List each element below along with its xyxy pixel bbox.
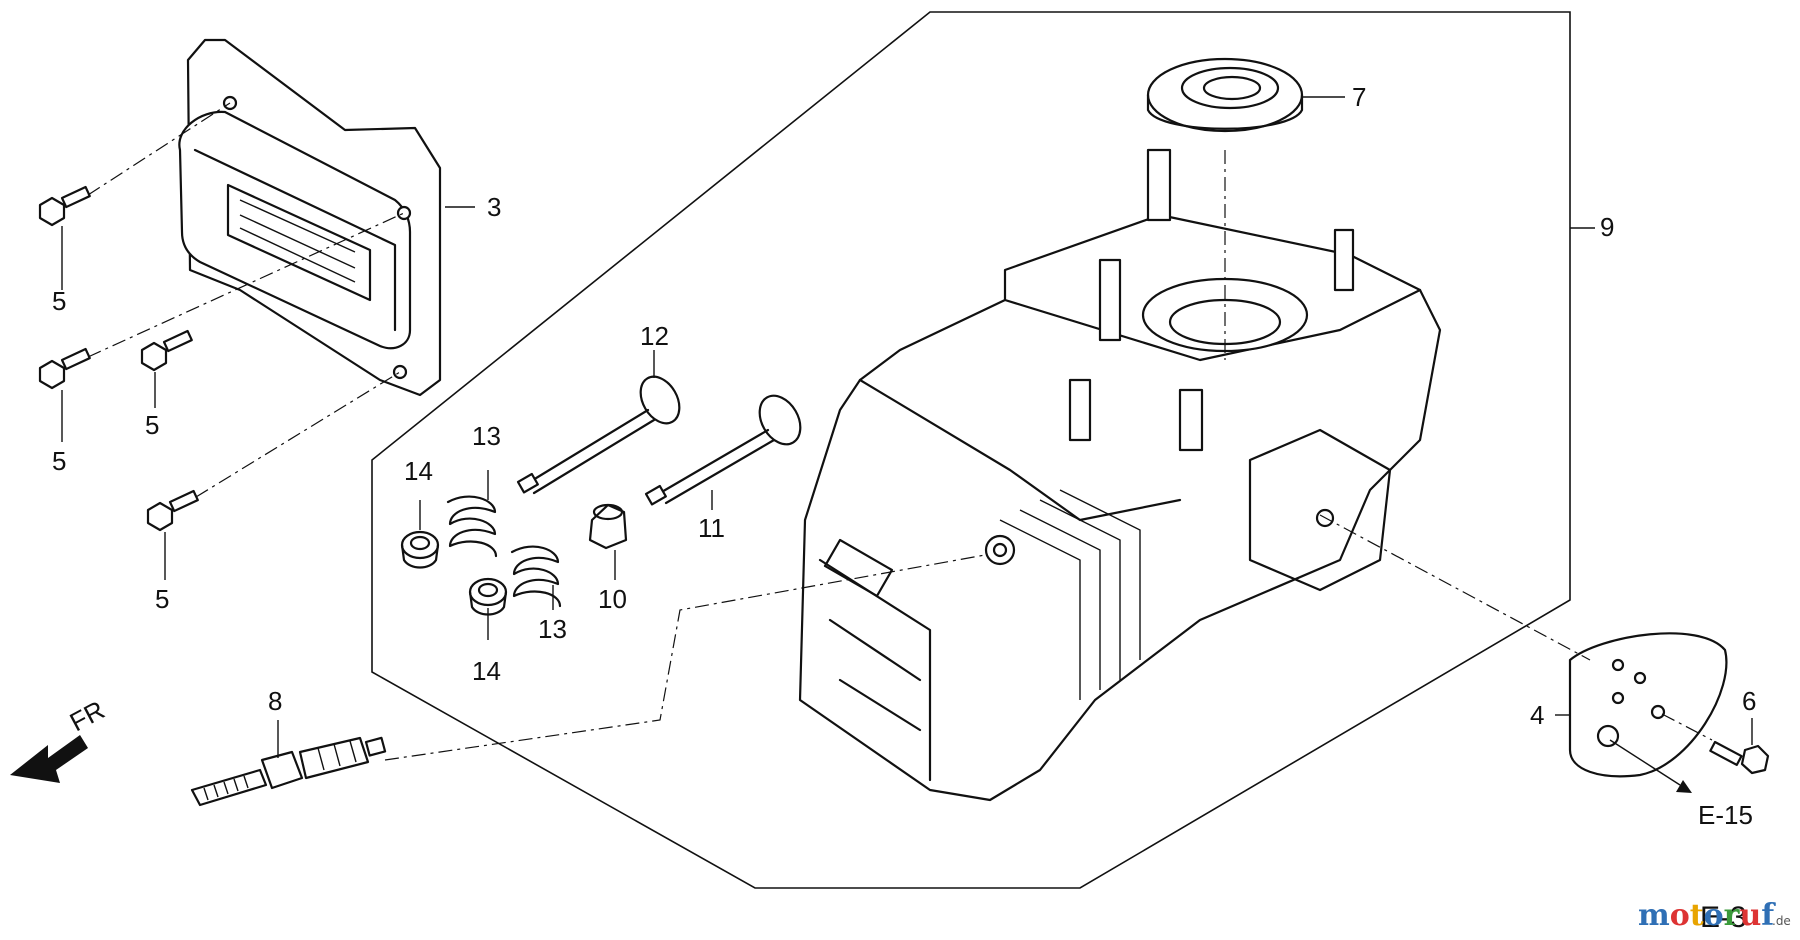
callout-7: 7	[1352, 82, 1366, 112]
callout-9: 9	[1600, 212, 1614, 242]
valve-12[interactable]	[516, 370, 687, 495]
callout-8: 8	[268, 686, 282, 716]
head-cover[interactable]	[178, 38, 442, 397]
bolt-5b[interactable]	[38, 347, 91, 390]
callout-5a: 5	[52, 286, 66, 316]
callout-4: 4	[1530, 700, 1544, 730]
bolt-6[interactable]	[1709, 740, 1770, 775]
bolt-5a[interactable]	[38, 185, 91, 227]
direction-label: FR	[65, 695, 110, 738]
callout-5d: 5	[155, 584, 169, 614]
bolt-5d[interactable]	[146, 489, 199, 532]
cylinder-block[interactable]	[798, 148, 1442, 802]
spark-plug[interactable]	[190, 736, 387, 807]
watermark-logo: motoruf .de	[1638, 898, 1791, 933]
valve-spring-13b[interactable]	[510, 545, 562, 608]
svg-text:motoruf: motoruf	[1638, 898, 1776, 933]
valve-seal-14a[interactable]	[400, 530, 440, 569]
svg-text:.de: .de	[1772, 914, 1791, 928]
front-direction-arrow-icon	[10, 735, 88, 783]
side-plate[interactable]	[1568, 632, 1728, 778]
oil-seal[interactable]	[1146, 57, 1304, 133]
bolt-5c[interactable]	[140, 329, 193, 372]
page-code: E-3	[1700, 901, 1747, 934]
valve-spring-13a[interactable]	[446, 495, 498, 558]
callout-10: 10	[598, 584, 627, 614]
valve-11[interactable]	[644, 388, 809, 506]
callout-5c: 5	[145, 410, 159, 440]
reference-label: E-15	[1698, 800, 1753, 830]
valve-seal-14b[interactable]	[468, 577, 508, 616]
callout-11: 11	[698, 513, 725, 543]
callout-3: 3	[487, 192, 501, 222]
callout-5b: 5	[52, 446, 66, 476]
callout-13a: 13	[472, 421, 501, 451]
callout-14b: 14	[472, 656, 501, 686]
callout-14a: 14	[404, 456, 433, 486]
arrow-e15	[1676, 780, 1692, 793]
callout-6: 6	[1742, 686, 1756, 716]
callout-13b: 13	[538, 614, 567, 644]
valve-stem-seal-10[interactable]	[588, 503, 628, 550]
assembly-frame	[371, 11, 1571, 889]
callout-12: 12	[640, 321, 669, 351]
